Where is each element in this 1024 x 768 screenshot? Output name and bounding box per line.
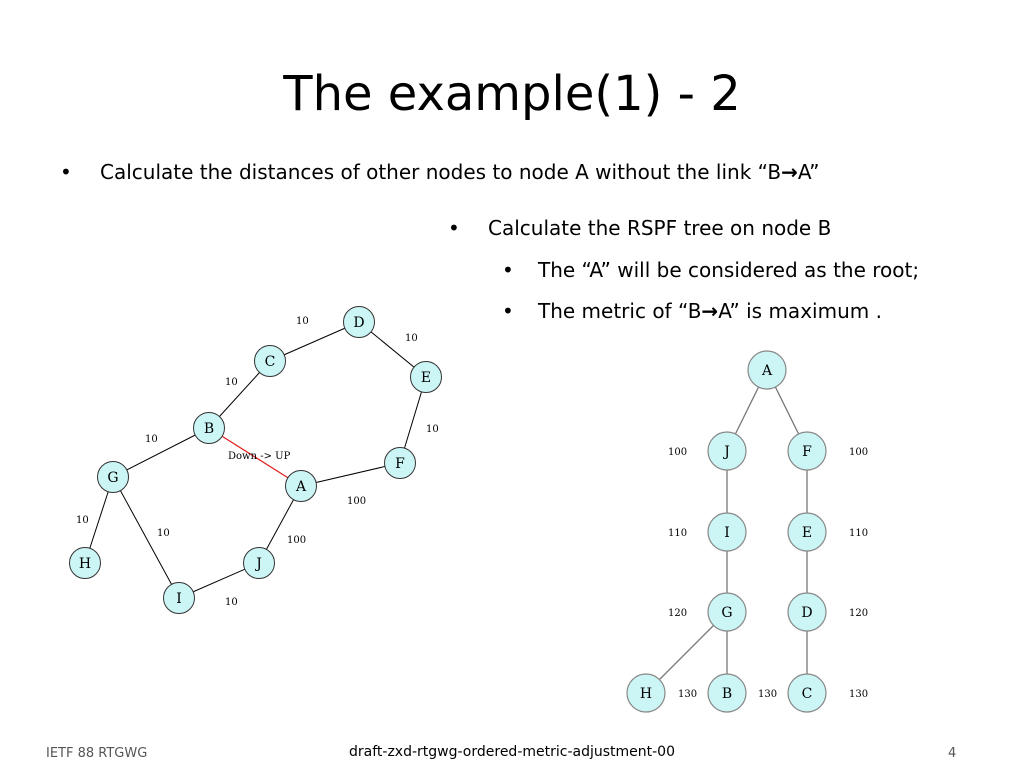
bullet-dot: • — [448, 216, 460, 240]
svg-text:I: I — [176, 591, 182, 607]
tree-metric-g: 120 — [668, 608, 687, 619]
svg-text:H: H — [640, 686, 652, 702]
tree-node-f: F — [787, 431, 827, 471]
svg-text:G: G — [107, 470, 118, 486]
footer-left: IETF 88 RTGWG — [46, 746, 148, 761]
network-node-c: C — [254, 345, 286, 377]
tree-metric-f: 100 — [849, 447, 868, 458]
svg-text:C: C — [802, 686, 813, 702]
edge-f-a — [300, 462, 401, 487]
edge-b-g — [112, 427, 210, 478]
network-node-h: H — [69, 547, 101, 579]
tree-metric-e: 110 — [849, 528, 868, 539]
metric-bullet-suffix: A” is maximum . — [718, 299, 882, 323]
edge-label-c-b: 10 — [225, 377, 238, 388]
tree-metric-d: 120 — [849, 608, 868, 619]
rspf-bullet-text: Calculate the RSPF tree on node B — [488, 216, 832, 240]
network-edge-labels: 10 10 10 10 10 10 100 10 100 10 Down -> … — [76, 316, 439, 608]
tree-node-e: E — [787, 512, 827, 552]
arrow-icon: → — [701, 299, 719, 323]
svg-text:B: B — [204, 421, 214, 437]
main-bullet-text-prefix: Calculate the distances of other nodes t… — [100, 160, 782, 184]
network-node-a: A — [285, 470, 317, 502]
network-node-b: B — [193, 412, 225, 444]
svg-text:F: F — [395, 456, 405, 472]
bullet-dot: • — [60, 160, 72, 184]
tree-nodes: A J F I E G D H B C — [626, 350, 827, 713]
root-bullet-text: The “A” will be considered as the root; — [538, 258, 920, 282]
tree-node-b: B — [707, 673, 747, 713]
network-node-d: D — [343, 306, 375, 338]
svg-text:F: F — [802, 444, 812, 460]
tree-node-g: G — [707, 592, 747, 632]
svg-text:G: G — [721, 605, 732, 621]
svg-text:D: D — [353, 315, 364, 331]
network-node-i: I — [163, 582, 195, 614]
svg-text:E: E — [802, 525, 812, 541]
tree-metric-b: 130 — [758, 689, 777, 700]
edge-label-c-d: 10 — [296, 316, 309, 327]
tree-node-d: D — [787, 592, 827, 632]
metric-bullet-prefix: The metric of “B — [538, 299, 702, 323]
edge-label-i-j: 10 — [225, 597, 238, 608]
edge-label-a-j: 100 — [287, 535, 306, 546]
edge-label-down-up: Down -> UP — [228, 451, 291, 462]
svg-text:B: B — [722, 686, 732, 702]
tree-node-c: C — [787, 673, 827, 713]
tree-metrics: 100 100 110 110 120 120 130 130 130 — [668, 447, 868, 700]
bullet-dot: • — [502, 299, 514, 323]
bullet-dot: • — [502, 258, 514, 282]
svg-text:J: J — [722, 444, 730, 460]
svg-text:I: I — [724, 525, 730, 541]
footer-page-number: 4 — [948, 746, 957, 761]
metric-bullet: • The metric of “B→A” is maximum . — [502, 297, 882, 325]
network-node-j: J — [243, 547, 275, 579]
main-bullet-text-suffix: A” — [797, 160, 820, 184]
edge-label-f-a: 100 — [347, 496, 366, 507]
edge-label-e-f: 10 — [426, 424, 439, 435]
edge-b-a-down-up — [208, 427, 302, 487]
root-bullet: • The “A” will be considered as the root… — [502, 256, 920, 284]
network-nodes: D C E B F G A H J I — [69, 306, 442, 614]
edge-g-i — [112, 476, 180, 599]
slide-title: The example(1) - 2 — [283, 66, 741, 122]
rspf-bullet: • Calculate the RSPF tree on node B — [448, 214, 832, 242]
network-node-e: E — [410, 361, 442, 393]
svg-text:A: A — [295, 479, 307, 495]
edge-label-g-i: 10 — [157, 528, 170, 539]
network-node-f: F — [384, 447, 416, 479]
edge-label-g-h: 10 — [76, 515, 89, 526]
tree-metric-i: 110 — [668, 528, 687, 539]
tree-node-a: A — [747, 350, 787, 390]
svg-text:E: E — [421, 370, 431, 386]
tree-metric-c: 130 — [849, 689, 868, 700]
main-bullet: • Calculate the distances of other nodes… — [60, 158, 820, 186]
arrow-icon: → — [781, 160, 798, 184]
svg-text:J: J — [254, 556, 262, 572]
edge-label-b-g: 10 — [145, 434, 158, 445]
svg-text:D: D — [801, 605, 812, 621]
tree-node-h: H — [626, 673, 666, 713]
network-node-g: G — [97, 461, 129, 493]
svg-text:C: C — [265, 354, 276, 370]
svg-text:H: H — [79, 556, 91, 572]
edge-c-d — [269, 321, 360, 362]
edge-label-d-e: 10 — [405, 333, 418, 344]
tree-node-i: I — [707, 512, 747, 552]
tree-metric-h: 130 — [678, 689, 697, 700]
footer-center: draft-zxd-rtgwg-ordered-metric-adjustmen… — [349, 744, 675, 760]
tree-metric-j: 100 — [668, 447, 687, 458]
tree-node-j: J — [707, 431, 747, 471]
svg-text:A: A — [761, 363, 773, 379]
